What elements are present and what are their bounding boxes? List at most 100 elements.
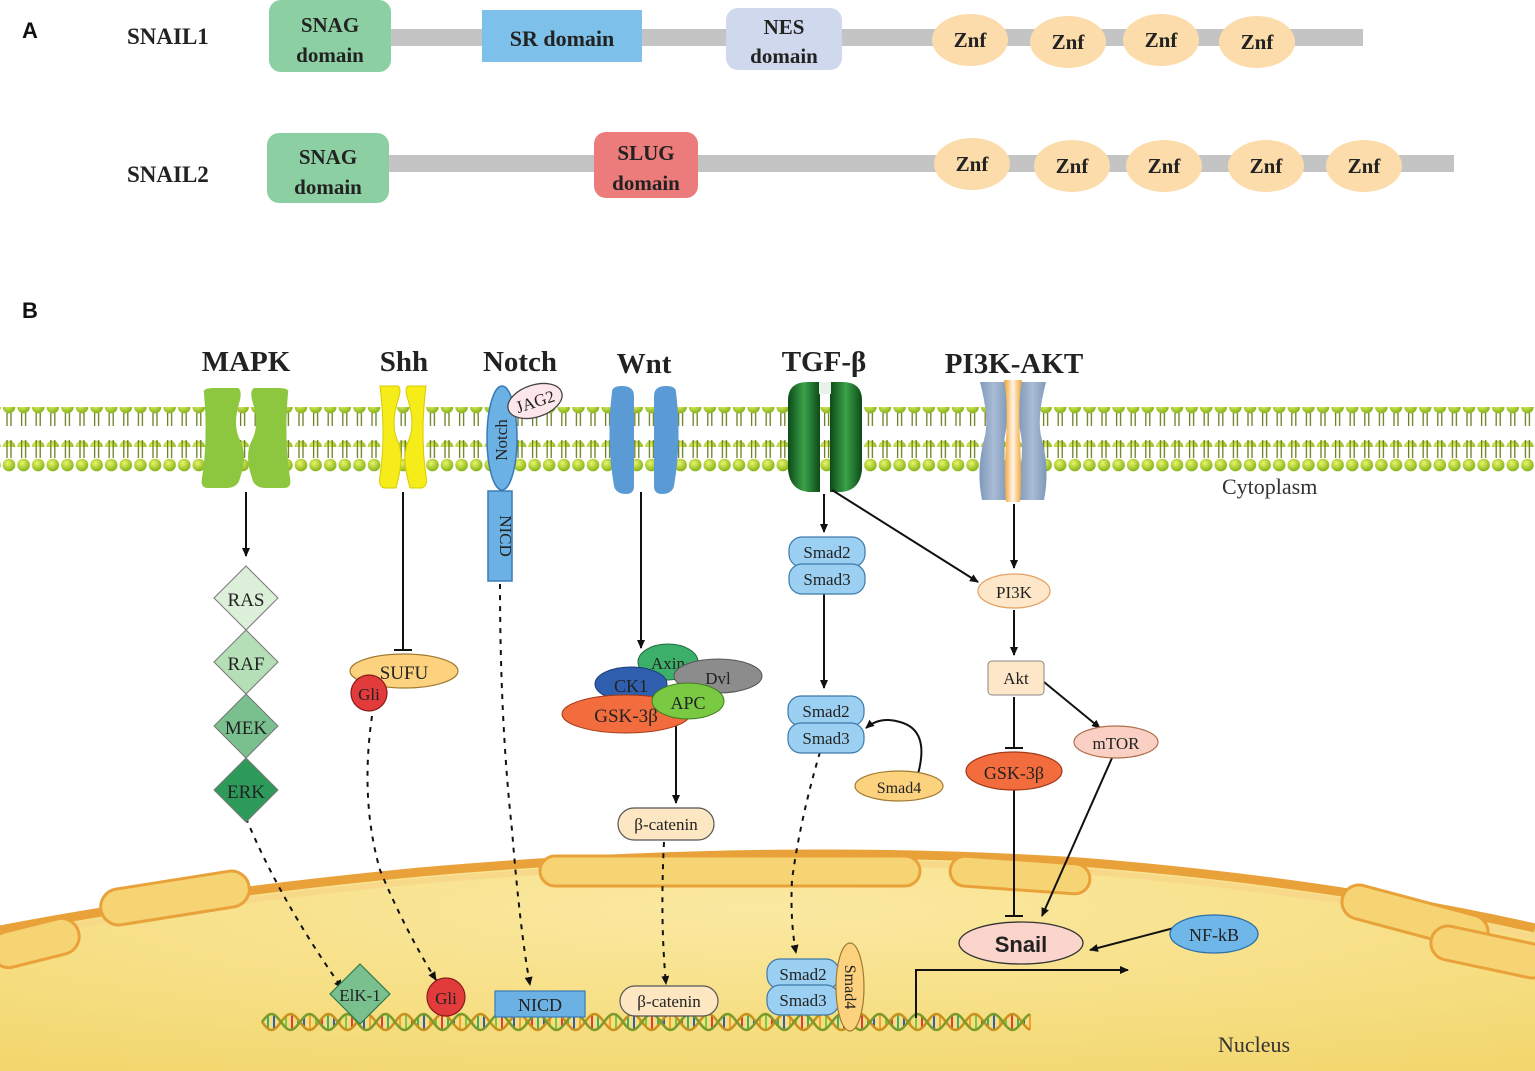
mtor-label: mTOR bbox=[1093, 734, 1141, 753]
arrow-akt-mtor bbox=[1043, 681, 1101, 729]
bcatenin-cyto-node bbox=[617, 807, 715, 841]
wnt-receptor bbox=[609, 386, 679, 494]
akt-node bbox=[987, 660, 1045, 696]
axin-label: Axin bbox=[651, 654, 686, 673]
pi3k-akt-title: PI3K-AKT bbox=[945, 348, 1084, 380]
shh-nodes: SUFU Gli bbox=[349, 653, 459, 712]
snail-node bbox=[958, 921, 1084, 965]
znf-domain bbox=[1228, 140, 1304, 192]
arrow-smad-nucleus bbox=[790, 751, 821, 954]
snail2-slug-line1: SLUG bbox=[617, 141, 674, 165]
jag2-ligand bbox=[507, 382, 563, 420]
smad2-label-1: Smad2 bbox=[803, 543, 850, 562]
dna-strand bbox=[261, 1012, 1031, 1032]
znf-domain bbox=[932, 14, 1008, 66]
snail2-znf-row: Znf Znf Znf Znf Znf bbox=[934, 138, 1402, 192]
smad2-nuc-label: Smad2 bbox=[779, 965, 826, 984]
gsk3b-akt-node bbox=[965, 751, 1063, 791]
snail2-slug-domain: SLUG domain bbox=[594, 132, 698, 198]
znf-label: Znf bbox=[1241, 30, 1275, 54]
snail2-label: SNAIL2 bbox=[127, 162, 209, 187]
wnt-title: Wnt bbox=[617, 348, 672, 380]
nicd-nuc-node bbox=[494, 990, 586, 1018]
snail1-label: SNAIL1 bbox=[127, 24, 209, 49]
znf-label: Znf bbox=[1148, 154, 1182, 178]
tgfb-title: TGF-β bbox=[782, 346, 867, 378]
bcatenin-nuc-node bbox=[619, 985, 719, 1017]
smad3-node-2 bbox=[787, 722, 865, 754]
mek-label: MEK bbox=[225, 718, 268, 739]
apc-label: APC bbox=[670, 693, 705, 713]
arrow-mtor-snail bbox=[1041, 757, 1113, 917]
znf-label: Znf bbox=[1348, 154, 1382, 178]
mtor-node bbox=[1073, 725, 1159, 759]
nicd-nuc-label: NICD bbox=[518, 995, 562, 1015]
panel-a-label: A bbox=[22, 18, 38, 43]
arrow-smad4-smad bbox=[865, 719, 923, 775]
snail1-znf-row: Znf Znf Znf Znf bbox=[932, 14, 1295, 68]
nucleus-nodes: ElK-1 Gli NICD β-catenin Smad2 Smad3 Sma… bbox=[329, 914, 1259, 1032]
tgfb-receptor bbox=[788, 382, 862, 492]
smad2-label-2: Smad2 bbox=[802, 702, 849, 721]
erk-label: ERK bbox=[227, 782, 265, 803]
tgf-nodes: Smad2 Smad3 Smad2 Smad3 Smad4 bbox=[787, 536, 944, 802]
notch-receptor: Notch JAG2 NICD bbox=[486, 382, 563, 582]
gli-nuc-node bbox=[426, 977, 466, 1017]
elk1-label: ElK-1 bbox=[339, 986, 381, 1005]
pi3k-nodes: PI3K Akt mTOR GSK-3β bbox=[965, 573, 1159, 791]
nucleus bbox=[0, 849, 1535, 1071]
apc-node bbox=[651, 682, 725, 720]
snail1-sr-domain: SR domain bbox=[482, 10, 642, 62]
connectors bbox=[242, 489, 1175, 1018]
snail1-nes-domain: NES domain bbox=[726, 8, 842, 70]
smad4-node bbox=[854, 770, 944, 802]
snail2-slug-line2: domain bbox=[612, 171, 680, 195]
mapk-receptor bbox=[201, 388, 291, 488]
snail2-snag-domain: SNAG domain bbox=[267, 133, 389, 203]
znf-domain bbox=[1030, 16, 1106, 68]
erk-node bbox=[213, 757, 279, 823]
smad3-node-1 bbox=[788, 563, 866, 595]
elk1-node bbox=[329, 963, 391, 1025]
dna-helix bbox=[261, 1012, 1031, 1032]
arrow-erk-elk1 bbox=[245, 817, 343, 989]
gsk3b-akt-label: GSK-3β bbox=[984, 763, 1044, 783]
gsk3b-wnt-label: GSK-3β bbox=[594, 706, 658, 727]
znf-domain bbox=[1123, 14, 1199, 66]
snail1-snag-line1: SNAG bbox=[301, 13, 359, 37]
nicd-domain bbox=[487, 490, 513, 582]
smad3-label-2: Smad3 bbox=[802, 729, 849, 748]
znf-label: Znf bbox=[1145, 28, 1179, 52]
bcatenin-cyto-label: β-catenin bbox=[634, 815, 698, 834]
nfkb-node bbox=[1169, 914, 1259, 954]
znf-label: Znf bbox=[1052, 30, 1086, 54]
gli-label: Gli bbox=[358, 685, 380, 704]
znf-domain bbox=[1034, 140, 1110, 192]
cytoplasm-label: Cytoplasm bbox=[1222, 474, 1317, 499]
snail1-snag-line2: domain bbox=[296, 43, 364, 67]
smad4-nuc-node bbox=[835, 942, 865, 1032]
snail1-sr-label: SR domain bbox=[510, 26, 615, 51]
smad3-nuc-label: Smad3 bbox=[779, 991, 826, 1010]
snail-label: Snail bbox=[995, 932, 1048, 957]
ck1-label: CK1 bbox=[614, 676, 648, 696]
sufu-label: SUFU bbox=[380, 663, 429, 684]
smad4-nuc-label: Smad4 bbox=[841, 965, 858, 1009]
znf-domain bbox=[1219, 16, 1295, 68]
znf-label: Znf bbox=[954, 28, 988, 52]
pi3k-label: PI3K bbox=[996, 583, 1033, 602]
bcatenin-nuc-label: β-catenin bbox=[637, 992, 701, 1011]
znf-domain bbox=[934, 138, 1010, 190]
mapk-title: MAPK bbox=[202, 346, 291, 378]
shh-title: Shh bbox=[380, 346, 428, 378]
arrow-tgfb-pi3k bbox=[831, 489, 979, 583]
snail1-snag-domain: SNAG domain bbox=[269, 0, 391, 72]
znf-label: Znf bbox=[1056, 154, 1090, 178]
arrow-gli-nucleus bbox=[366, 715, 437, 981]
snail2-snag-line2: domain bbox=[294, 175, 362, 199]
znf-label: Znf bbox=[956, 152, 990, 176]
gli-nuc-label: Gli bbox=[435, 989, 457, 1008]
ras-label: RAS bbox=[228, 590, 265, 611]
wnt-complex: Axin Dvl CK1 GSK-3β APC β-catenin bbox=[561, 643, 763, 841]
